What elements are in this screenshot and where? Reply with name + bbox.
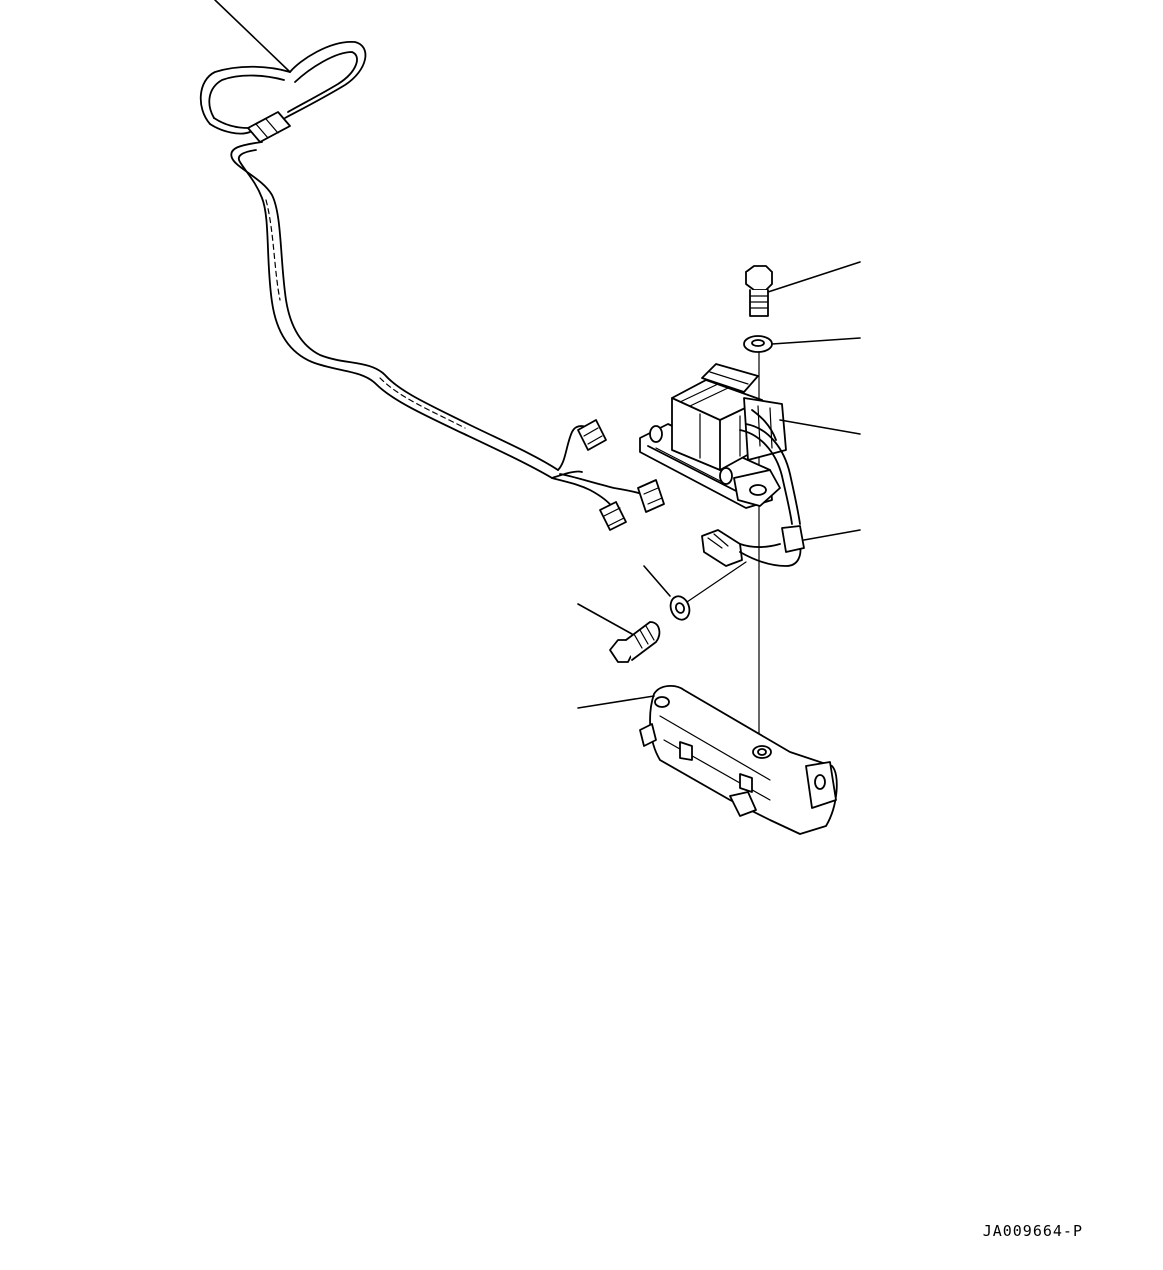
harness-inline-connector [209,111,291,143]
connector-plug-2 [637,479,665,513]
connector-guide-line [683,561,747,605]
mounting-bracket [577,685,838,835]
solenoid-assembly [639,363,861,525]
figure-id-label: JA009664-P [982,1222,1083,1240]
bolt-upper [745,261,861,317]
harness-connector [701,525,861,567]
connector-plug-1 [577,419,607,451]
washer-lower [643,565,691,621]
connector-plug-3 [599,501,627,531]
washer-upper [743,335,861,353]
harness-branch [551,419,665,531]
bolt-lower [577,603,661,663]
wiring-harness [199,0,665,531]
